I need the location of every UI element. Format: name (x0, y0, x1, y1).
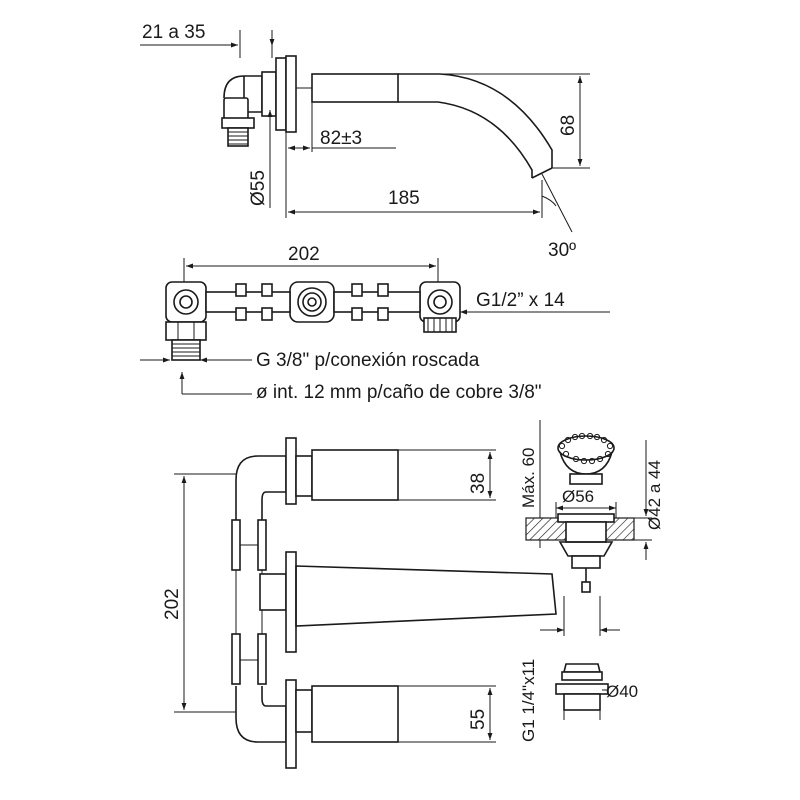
left-hex-nut (165, 321, 207, 341)
clip (235, 283, 247, 297)
left-valve-ring (173, 289, 199, 315)
drain-body (565, 521, 607, 543)
left-pipe (205, 291, 291, 313)
rod-tip (581, 581, 591, 593)
threaded-end (227, 127, 249, 147)
label-front-38: 38 (468, 473, 489, 494)
thread-lines (172, 343, 200, 357)
label-thread-g1: G1 1/4"x11 (519, 659, 538, 742)
label-thread-38: G 3/8" p/conexión roscada (256, 350, 480, 371)
lower-elbow (235, 686, 287, 743)
center-ring-inner (307, 297, 317, 307)
angle-line (541, 173, 573, 233)
label-diameter-40: Ø40 (606, 682, 638, 701)
label-valve-spacing: 202 (288, 244, 320, 265)
top-view: 202 (140, 244, 610, 403)
side-view: 21 a 35 82±3 Ø55 (140, 22, 590, 261)
label-max-60: Máx. 60 (519, 448, 538, 508)
hex-nut (221, 117, 255, 129)
wall-flange (275, 57, 287, 131)
label-angle: 30º (548, 240, 576, 261)
spout-front (295, 565, 557, 627)
pipe-seg (231, 519, 241, 571)
label-thread-half: G1/2” x 14 (476, 290, 565, 311)
lower-flange (285, 679, 297, 769)
label-outlet-offset: 82±3 (320, 128, 362, 149)
washer (561, 671, 603, 681)
thread-lines (427, 318, 453, 332)
drain-flange (557, 513, 615, 523)
label-front-55: 55 (468, 709, 489, 730)
front-view: 202 38 (162, 437, 557, 769)
lower-handle (311, 685, 399, 743)
clip (261, 283, 273, 297)
right-valve-ring (427, 289, 453, 315)
label-flange-range: 21 a 35 (142, 22, 205, 43)
left-valve-bore (179, 295, 193, 309)
washer-top (562, 663, 602, 673)
right-pipe (333, 291, 421, 313)
pipe-seg (257, 519, 267, 571)
upper-handle (311, 449, 399, 501)
middle-flange (285, 551, 297, 653)
clip (235, 307, 247, 321)
drain-knob (557, 432, 615, 485)
label-diameter-56: Ø56 (562, 487, 594, 506)
center-ring-mid (302, 292, 322, 312)
drain-nut (558, 541, 614, 557)
clip (377, 283, 389, 297)
lock-nut (555, 683, 609, 695)
spout-curve-bottom (398, 101, 533, 178)
connecting-pipes (205, 283, 421, 321)
spout-base (311, 73, 399, 103)
knob-beads (558, 432, 614, 465)
right-valve-bore (433, 295, 447, 309)
thread-lines (228, 131, 248, 145)
label-front-202: 202 (162, 588, 183, 620)
pipe-seg (257, 633, 267, 685)
clip (351, 283, 363, 297)
left-valve-body (165, 281, 207, 323)
label-total-length: 185 (388, 188, 420, 209)
stem-collar (261, 71, 277, 117)
upper-stem (295, 455, 313, 497)
right-valve-body (419, 281, 461, 323)
elbow-nut (223, 97, 249, 121)
drain-detail: Máx. 60 (519, 420, 664, 742)
upper-flange (285, 437, 297, 505)
upper-elbow (235, 455, 287, 520)
middle-coupler (259, 573, 287, 611)
pipe-seg (231, 633, 241, 685)
center-ring-outer (297, 287, 327, 317)
label-diameter-42-44: Ø42 a 44 (645, 460, 664, 530)
clip (351, 307, 363, 321)
label-copper-pipe: ø int. 12 mm p/caño de cobre 3/8" (256, 382, 542, 403)
clip (377, 307, 389, 321)
label-height-68: 68 (558, 115, 579, 136)
lock-body (563, 693, 601, 711)
vertical-pipe-segments (231, 519, 267, 685)
label-diameter-55: Ø55 (248, 170, 269, 206)
spout-tip (531, 167, 553, 179)
angle-arc (541, 195, 557, 207)
drain-lower (571, 555, 601, 569)
left-thread (171, 339, 201, 361)
lower-stem (295, 689, 313, 733)
wall-flange-outer (285, 55, 297, 133)
spout-curve-top (398, 73, 553, 168)
clip (261, 307, 273, 321)
knob-stem (569, 473, 603, 485)
